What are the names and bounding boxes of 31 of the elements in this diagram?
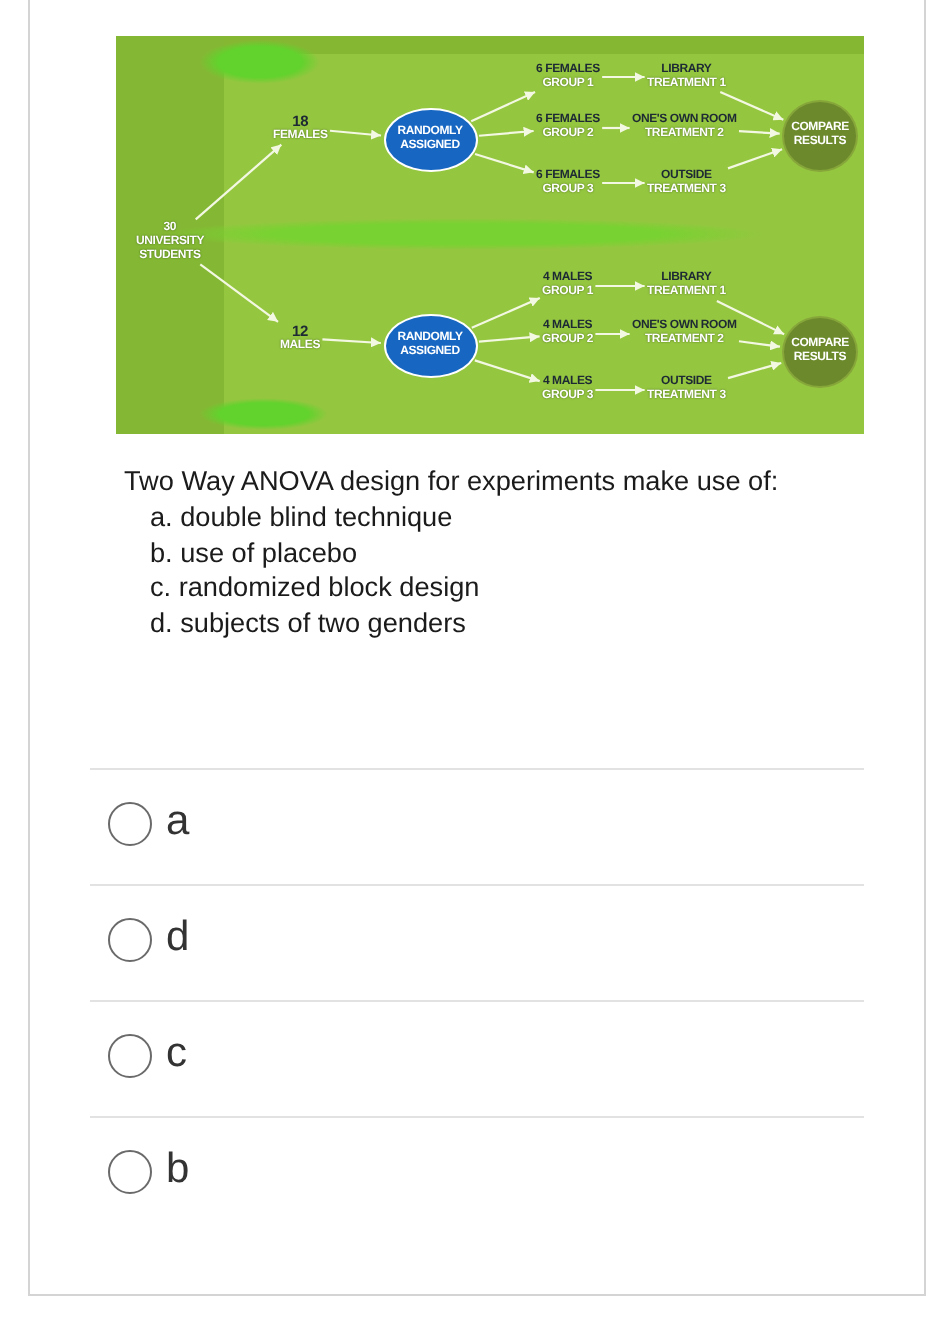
arrow xyxy=(478,126,534,137)
arrow xyxy=(716,300,785,336)
arrow xyxy=(602,178,645,188)
arrow xyxy=(595,385,645,395)
option-label: c xyxy=(166,1030,187,1078)
arrow xyxy=(199,263,279,323)
arrow xyxy=(738,340,781,351)
arrow xyxy=(474,359,541,383)
arrow xyxy=(478,332,540,343)
arrow xyxy=(602,123,630,133)
option-text: c. randomized block design xyxy=(150,570,480,605)
arrow xyxy=(322,337,381,348)
option-text: a. double blind technique xyxy=(150,500,453,535)
arrow xyxy=(602,72,645,82)
arrow xyxy=(470,91,536,123)
arrow xyxy=(727,360,782,380)
arrow xyxy=(738,128,780,138)
arrow xyxy=(474,153,535,175)
arrow xyxy=(195,143,283,221)
arrow xyxy=(719,90,784,121)
arrow xyxy=(329,129,382,140)
question-text: Two Way ANOVA design for experiments make use of: xyxy=(124,464,779,499)
option-text: b. use of placebo xyxy=(150,535,358,570)
option-label: b xyxy=(166,1146,190,1194)
arrow xyxy=(595,281,645,291)
arrow xyxy=(595,329,630,339)
option-text: d. subjects of two genders xyxy=(150,605,466,640)
arrow xyxy=(727,147,783,170)
arrow xyxy=(471,297,541,329)
option-label: a xyxy=(166,798,190,846)
option-label: d xyxy=(166,914,190,962)
